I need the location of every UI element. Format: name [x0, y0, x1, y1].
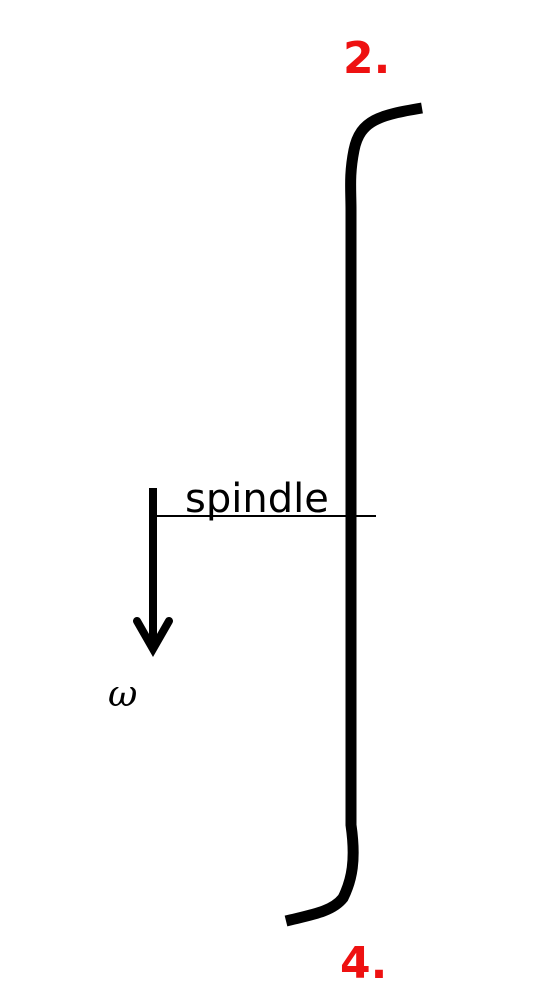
omega-label: ω — [108, 674, 137, 715]
arrow-head — [133, 617, 173, 658]
spindle-label: spindle — [185, 476, 329, 522]
top-label: 2. — [343, 33, 390, 84]
angular-velocity-arrow — [133, 488, 173, 658]
bracket-curve — [284, 102, 423, 927]
bottom-label: 4. — [340, 938, 387, 989]
